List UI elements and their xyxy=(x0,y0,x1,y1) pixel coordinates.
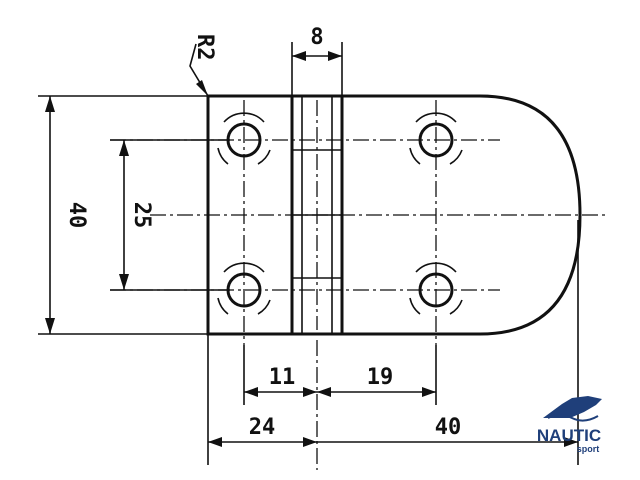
logo-name: NAUTIC xyxy=(537,426,601,445)
boat-icon xyxy=(543,396,602,418)
wave-icon xyxy=(547,414,599,422)
dimension-hinge-width-label: 8 xyxy=(310,25,323,50)
dimension-radius-label: R2 xyxy=(192,34,217,61)
dimension-hole-spacing: 25 xyxy=(119,140,154,290)
extension-lines xyxy=(38,42,579,465)
mounting-hole xyxy=(409,262,463,315)
dimension-hole-offset-right-label: 19 xyxy=(367,365,394,390)
dimension-hinge-width: 8 xyxy=(292,25,342,61)
mounting-hole xyxy=(409,112,463,165)
dimension-hole-spacing-label: 25 xyxy=(129,202,154,229)
dimension-overall-height: 40 xyxy=(45,96,89,334)
dimension-hinge-center-label: 24 xyxy=(249,415,276,440)
logo-sub: sport xyxy=(577,444,600,454)
dimension-hole-offset-left-label: 11 xyxy=(269,365,296,390)
dimension-overall-height-label: 40 xyxy=(64,202,89,229)
center-lines xyxy=(110,100,605,470)
dimension-overall-length-label: 40 xyxy=(435,415,462,440)
dimension-hole-offsets: 11 19 xyxy=(244,365,436,397)
hinge-plate-outline xyxy=(206,94,582,336)
dimension-lengths: 24 40 xyxy=(208,415,578,447)
dimension-radius: R2 xyxy=(189,34,217,97)
nautic-sport-logo: NAUTIC sport xyxy=(537,396,602,454)
